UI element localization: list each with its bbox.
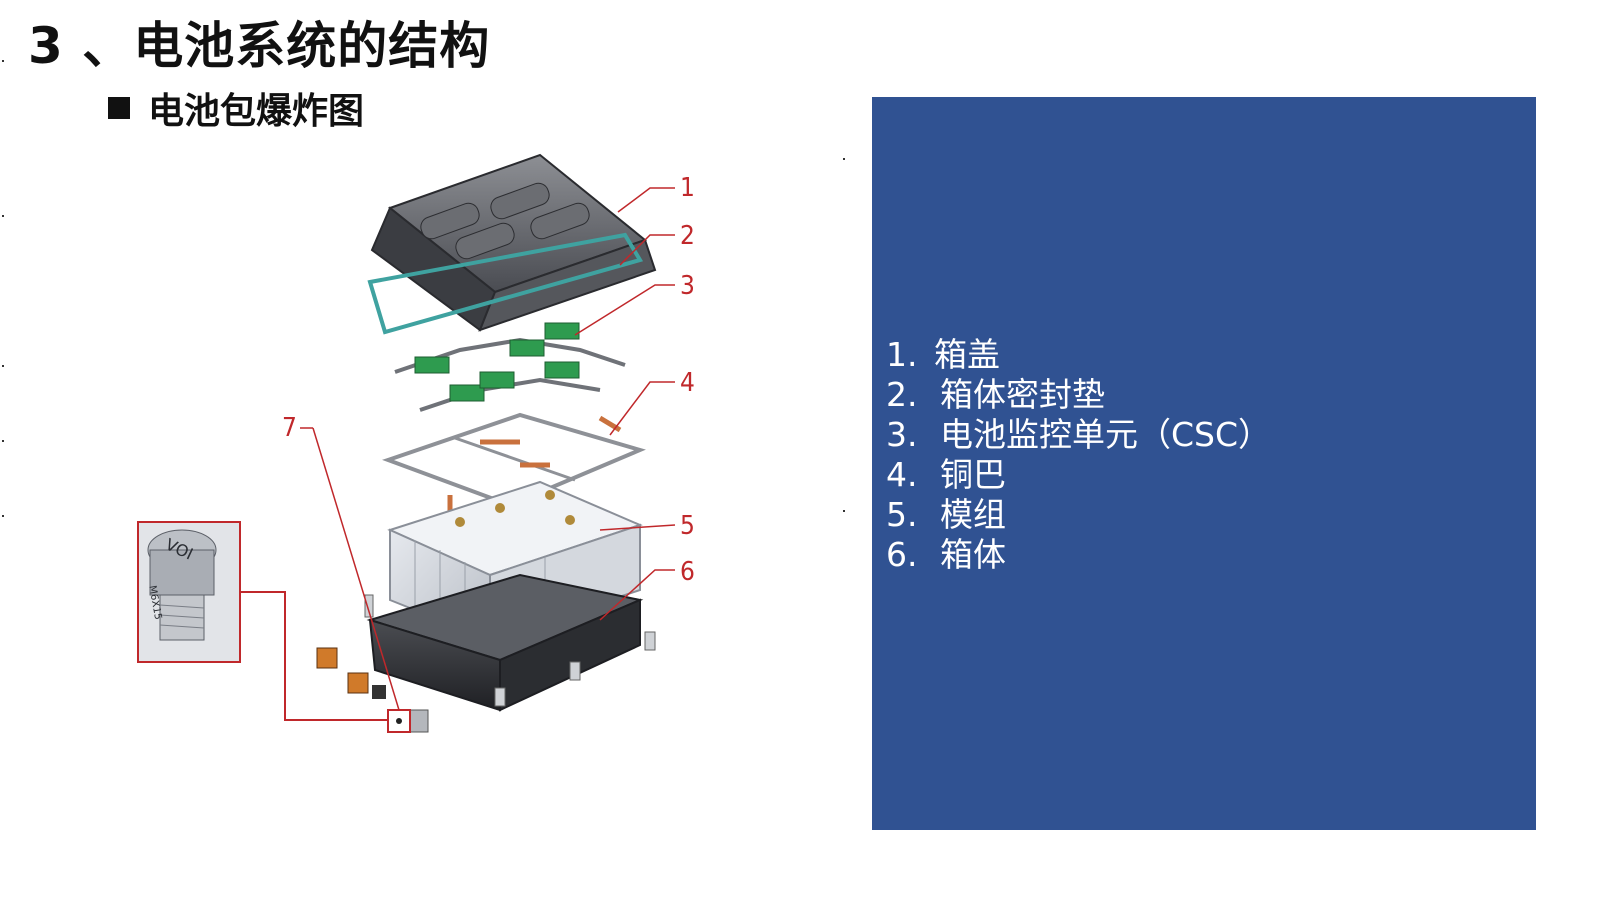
- legend-item-label: 箱盖: [934, 335, 1000, 374]
- margin-mark: [843, 158, 845, 160]
- margin-mark: [843, 510, 845, 512]
- slide-title: 3 、电池系统的结构: [28, 17, 491, 75]
- legend-item-number: 4.: [886, 455, 918, 494]
- callout-5: 5: [680, 511, 695, 541]
- margin-mark: [2, 215, 4, 217]
- callout-4: 4: [680, 368, 695, 398]
- callout-3: 3: [680, 271, 695, 301]
- box-seal-gasket: [367, 232, 644, 335]
- margin-mark: [2, 515, 4, 517]
- callout-6: 6: [680, 557, 695, 587]
- box-lid: [370, 153, 657, 332]
- callout-2: 2: [680, 221, 695, 251]
- legend-item-number: 1.: [886, 335, 918, 374]
- legend-item-label: 电池监控单元（CSC）: [940, 415, 1272, 454]
- margin-mark: [2, 60, 4, 62]
- csc-units: [394, 322, 626, 412]
- subtitle-text: 电池包爆炸图: [148, 91, 365, 132]
- legend-list: 1. 箱盖 2. 箱体密封垫 3. 电池监控单元（CSC） 4. 铜巴 5. 模…: [886, 335, 1271, 575]
- margin-mark: [2, 365, 4, 367]
- legend-item-number: 5.: [886, 495, 918, 534]
- legend-item: 4. 铜巴: [886, 455, 1271, 495]
- exploded-view-svg: VOI M6X15 1 2 3 4 5 6 7: [137, 153, 695, 733]
- legend-item-label: 模组: [940, 495, 1006, 534]
- square-bullet-icon: [108, 97, 130, 119]
- battery-pack-exploded-diagram: VOI M6X15 1 2 3 4 5 6 7: [120, 150, 720, 760]
- connector-parts: [316, 647, 429, 733]
- callout-1: 1: [680, 173, 695, 203]
- legend-item: 2. 箱体密封垫: [886, 375, 1271, 415]
- callout-leaders: [300, 187, 676, 621]
- legend-item-number: 3.: [886, 415, 918, 454]
- vent-valve-inset: VOI M6X15: [137, 427, 411, 733]
- legend-item-number: 2.: [886, 375, 918, 414]
- legend-item: 1. 箱盖: [886, 335, 1271, 375]
- margin-mark: [2, 440, 4, 442]
- legend-item-label: 铜巴: [940, 455, 1006, 494]
- legend-item-label: 箱体密封垫: [940, 375, 1105, 414]
- callout-7: 7: [282, 413, 297, 443]
- legend-item: 3. 电池监控单元（CSC）: [886, 415, 1271, 455]
- slide-subtitle: 电池包爆炸图: [108, 82, 364, 134]
- legend-item: 5. 模组: [886, 495, 1271, 535]
- legend-item: 6. 箱体: [886, 535, 1271, 575]
- legend-item-label: 箱体: [940, 535, 1006, 574]
- legend-item-number: 6.: [886, 535, 918, 574]
- battery-tray: [364, 573, 656, 712]
- legend-panel: 1. 箱盖 2. 箱体密封垫 3. 电池监控单元（CSC） 4. 铜巴 5. 模…: [872, 97, 1536, 830]
